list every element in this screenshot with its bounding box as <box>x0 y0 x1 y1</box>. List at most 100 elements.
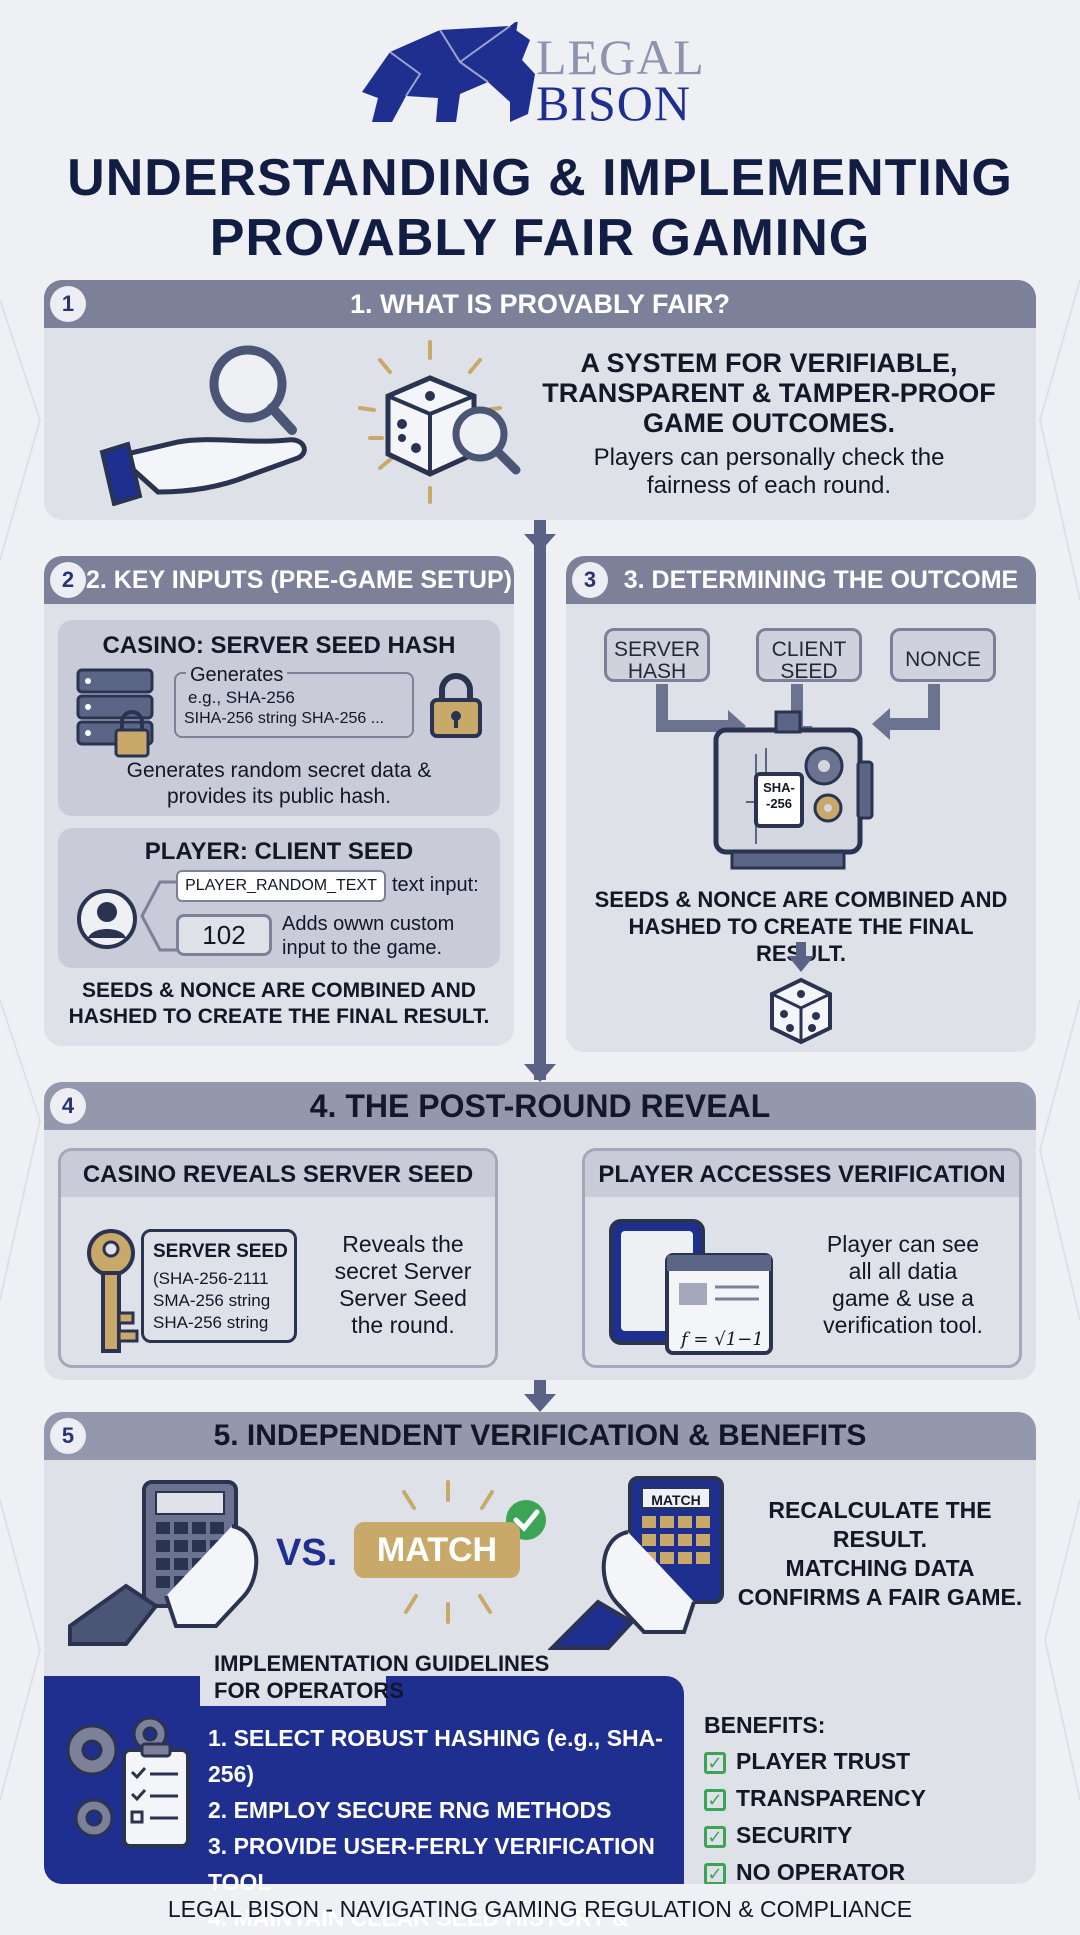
nonce-chip: NONCE <box>890 628 996 682</box>
match-label: MATCH <box>376 1531 498 1569</box>
client-seed-title: PLAYER: CLIENT SEED <box>144 838 414 865</box>
page-title-line-1: UNDERSTANDING & IMPLEMENTING <box>67 149 1013 207</box>
benefit-item: ✓ SECURITY <box>704 1822 1024 1859</box>
desc-line: Reveals the <box>342 1231 464 1257</box>
desc-line: Player can see <box>826 1231 980 1257</box>
user-avatar-icon <box>77 889 137 949</box>
section-heading: 4. THE POST-ROUND REVEAL <box>44 1082 1036 1130</box>
arrow-down-icon <box>788 942 814 972</box>
section-heading: 5. INDEPENDENT VERIFICATION & BENEFITS <box>44 1412 1036 1460</box>
section-key-inputs: 2. KEY INPUTS (PRE-GAME SETUP) 2 CASINO:… <box>44 556 514 1046</box>
formula-text: f = √1−1 <box>681 1329 764 1350</box>
brand-name: LEGAL BISON <box>536 32 705 128</box>
section-number-badge: 2 <box>50 562 86 598</box>
server-seed-card <box>141 1229 297 1343</box>
server-seed-label: SERVER SEED <box>153 1241 288 1262</box>
section-heading-text: 3. DETERMINING THE OUTCOME <box>623 566 1019 594</box>
hand-match-calculator-icon <box>548 1476 724 1650</box>
desc-line: Server Seed <box>339 1285 467 1311</box>
benefits-list: ✓ PLAYER TRUST ✓ TRANSPARENCY ✓ SECURITY… <box>704 1748 1024 1884</box>
reveal-description: Reveals the secret Server Server Seed th… <box>315 1231 491 1339</box>
generates-box <box>174 672 414 738</box>
key-icon <box>87 1229 139 1353</box>
brand-line-1: LEGAL <box>536 29 705 85</box>
desc-line: RECALCULATE THE <box>768 1497 992 1523</box>
implementation-title-tab <box>200 1648 386 1706</box>
casino-seed-description: Generates random secret data & provides … <box>126 759 432 808</box>
desc-line: game & use a <box>832 1285 974 1311</box>
desc-line: MATCHING DATA <box>785 1555 975 1581</box>
guideline-item: 3. PROVIDE USER-FERLY VERIFICATION TOOL <box>208 1833 655 1895</box>
dice-icon <box>770 977 832 1045</box>
nonce-field[interactable]: 102 <box>176 914 272 956</box>
benefit-item: ✓ NO OPERATOR TAMPERING <box>704 1859 1024 1884</box>
tablet-window-icon <box>609 1219 773 1355</box>
hand-magnifier-icon <box>99 345 307 506</box>
dice-magnifier-icon <box>358 340 521 504</box>
section-number-badge: 4 <box>50 1088 86 1124</box>
implementation-title-line-1: IMPLEMENTATION GUIDELINES <box>214 1651 550 1676</box>
player-verification-title: PLAYER ACCESSES VERIFICATION <box>598 1161 1006 1188</box>
calculator-screen-label: MATCH <box>651 1492 701 1508</box>
benefits-title: BENEFITS: <box>704 1712 826 1738</box>
desc-line: all all datia <box>848 1258 958 1284</box>
footer-tagline: LEGAL BISON - NAVIGATING GAMING REGULATI… <box>167 1896 913 1922</box>
server-seed-line-3: SHA-256 string <box>153 1313 269 1332</box>
client-seed-input[interactable] <box>176 870 386 902</box>
benefit-item: ✓ PLAYER TRUST <box>704 1748 1024 1785</box>
connector-bracket <box>140 880 178 952</box>
hand-calculator-icon <box>68 1480 259 1646</box>
benefit-item: ✓ TRANSPARENCY <box>704 1785 1024 1822</box>
guideline-item: 4. MAINTAIN CLEAR SEED HISTORY & LOGS <box>208 1905 629 1931</box>
chip-label-line-1: SHA- <box>763 780 795 795</box>
client-seed-description: Adds owwn custom input to the game. <box>282 913 455 959</box>
section-heading: 2. KEY INPUTS (PRE-GAME SETUP) <box>44 556 514 604</box>
checkbox-checked-icon: ✓ <box>704 1789 726 1811</box>
casino-seed-title: CASINO: SERVER SEED HASH <box>102 632 456 659</box>
casino-server-seed-box: CASINO: SERVER SEED HASH Generates e.g.,… <box>58 620 500 816</box>
desc-line: verification tool. <box>823 1312 983 1338</box>
chip-line-1: NONCE <box>905 648 981 671</box>
guideline-item: 2. EMPLOY SECURE RNG METHODS <box>208 1797 612 1823</box>
gears-checklist-icon <box>66 1716 190 1848</box>
section-post-round-reveal: 4. THE POST-ROUND REVEAL 4 CASINO REVEAL… <box>44 1082 1036 1380</box>
player-verification-box: PLAYER ACCESSES VERIFICATION f = √1−1 Pl… <box>582 1148 1022 1368</box>
versus-label: VS. <box>276 1532 338 1574</box>
server-lock-icon <box>76 668 154 758</box>
match-badge: MATCH <box>354 1522 520 1578</box>
provably-fair-headline: A SYSTEM FOR VERIFIABLE, TRANSPARENT & T… <box>542 348 996 438</box>
text-input-label: text input: <box>392 874 479 896</box>
guideline-item: 1. SELECT ROBUST HASHING (e.g., SHA-256) <box>208 1725 663 1787</box>
page-title: UNDERSTANDING & IMPLEMENTING PROVABLY FA… <box>0 148 1080 268</box>
bison-logo-icon <box>362 22 535 122</box>
checkbox-checked-icon: ✓ <box>704 1826 726 1848</box>
box-header <box>61 1151 495 1197</box>
server-seed-line-2: SMA-256 string <box>153 1291 271 1310</box>
arrow-down-icon <box>524 520 556 552</box>
checkbox-checked-icon: ✓ <box>704 1863 726 1884</box>
nonce-value: 102 <box>202 920 246 950</box>
section-heading: 1. WHAT IS PROVABLY FAIR? <box>44 280 1036 328</box>
generates-label: Generates <box>186 664 288 687</box>
desc-line: the round. <box>351 1312 455 1338</box>
chip-line-2: SEED <box>780 660 838 683</box>
casino-reveals-box: CASINO REVEALS SERVER SEED SERVER SEED (… <box>58 1148 498 1368</box>
hash-machine-icon <box>656 684 940 870</box>
benefit-label: PLAYER TRUST <box>736 1748 911 1774</box>
player-client-seed-box: PLAYER: CLIENT SEED text input: 102 Adds… <box>58 828 500 968</box>
page-title-line-2: PROVABLY FAIR GAMING <box>209 209 871 267</box>
section-heading: 3. DETERMINING THE OUTCOME <box>566 556 1036 604</box>
benefit-label: NO OPERATOR TAMPERING <box>736 1859 906 1884</box>
arrow-down-icon <box>524 1394 556 1412</box>
box-header <box>585 1151 1019 1197</box>
key-inputs-footer: SEEDS & NONCE ARE COMBINED AND HASHED TO… <box>68 979 490 1028</box>
server-seed-line-1: (SHA-256-2111 <box>153 1269 269 1288</box>
recalculate-description: RECALCULATE THE RESULT. MATCHING DATA CO… <box>734 1496 1026 1612</box>
implementation-title-line-2: FOR OPERATORS <box>214 1678 404 1703</box>
benefit-label: TRANSPARENCY <box>736 1785 926 1811</box>
checkbox-checked-icon: ✓ <box>704 1752 726 1774</box>
